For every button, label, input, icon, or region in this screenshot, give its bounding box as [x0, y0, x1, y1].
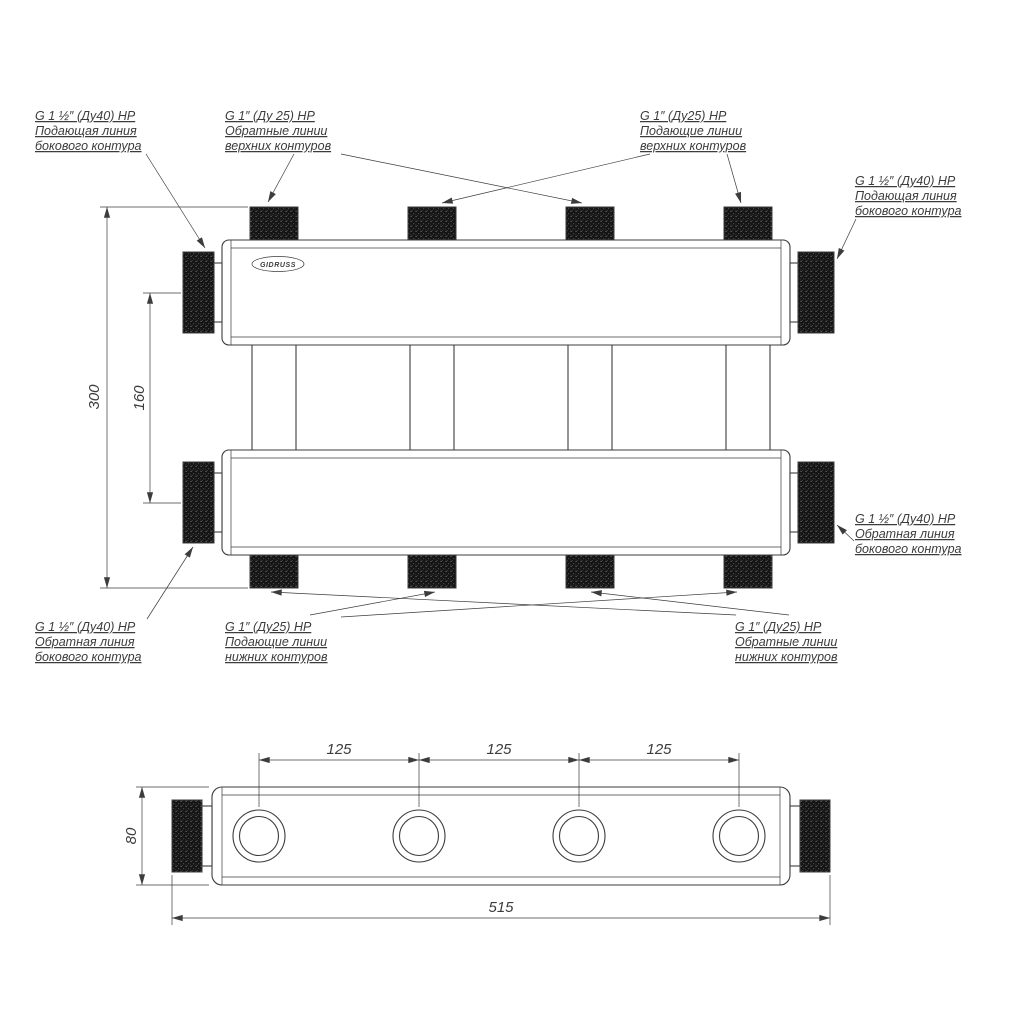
port-circle-outer	[232, 809, 286, 863]
port-circle-inner	[558, 815, 600, 857]
top-port-2	[407, 206, 457, 241]
leader-bottom-right-port3	[590, 590, 790, 616]
leader-top-right-port2	[441, 153, 651, 204]
label-line: Подающие линии	[640, 124, 742, 138]
dimension-515: 515	[171, 875, 831, 925]
label-top-right: G 1″ (Ду25) НР Подающие линии верхних ко…	[640, 109, 747, 153]
label-bottom-mid: G 1″ (Ду25) НР Подающие линии нижних кон…	[225, 620, 328, 664]
label-line: G 1 ½″ (Ду40) НР	[855, 512, 956, 526]
label-line: бокового контура	[35, 650, 142, 664]
dimension-125-group: 125 125 125	[258, 741, 740, 807]
dimension-text: 80	[123, 827, 140, 844]
neck-left	[201, 805, 213, 867]
brand-logo-text: GIDRUSS	[260, 262, 296, 269]
label-line: G 1 ½″ (Ду40) НР	[35, 620, 136, 634]
label-bottom-right: G 1″ (Ду25) НР Обратные линии нижних кон…	[735, 620, 838, 664]
callout-labels: G 1 ½″ (Ду40) НР Подающая линия бокового…	[35, 109, 962, 664]
leader-lines	[145, 153, 857, 620]
label-line: G 1″ (Ду25) НР	[735, 620, 822, 634]
leader-top-left	[145, 153, 206, 249]
label-line: бокового контура	[35, 139, 142, 153]
neck-right	[789, 805, 801, 867]
leader-bottom-mid-port2	[309, 590, 436, 616]
neck-right	[789, 262, 799, 323]
label-line: бокового контура	[855, 542, 962, 556]
label-right-bottom: G 1 ½″ (Ду40) НР Обратная линия бокового…	[855, 512, 962, 556]
thread-left	[182, 461, 215, 544]
label-line: Подающие линии	[225, 635, 327, 649]
leader-bottom-right-port1	[270, 589, 737, 616]
label-line: бокового контура	[855, 204, 962, 218]
thread-right	[797, 461, 835, 544]
label-line: верхних контуров	[225, 139, 332, 153]
label-line: Обратные линии	[225, 124, 327, 138]
label-top-mid: G 1″ (Ду 25) НР Обратные линии верхних к…	[225, 109, 332, 153]
thread-left	[171, 799, 203, 873]
dimension-text: 160	[131, 385, 148, 411]
label-line: G 1 ½″ (Ду40) НР	[855, 174, 956, 188]
front-view: GIDRUSS 300	[35, 109, 962, 664]
dimension-80: 80	[123, 786, 209, 886]
dimension-text: 515	[488, 899, 514, 916]
brand-logo-outline	[251, 256, 305, 272]
label-bottom-left: G 1 ½″ (Ду40) НР Обратная линия бокового…	[35, 620, 142, 664]
dimension-300: 300	[86, 206, 248, 589]
connecting-pipes	[251, 345, 771, 450]
bottom-port-1	[249, 554, 299, 589]
top-port-1	[249, 206, 299, 241]
port-circle-inner	[398, 815, 440, 857]
bottom-port-2	[407, 554, 457, 589]
leader-right-bottom	[836, 524, 855, 542]
port-circle-outer	[552, 809, 606, 863]
label-line: Обратная линия	[855, 527, 955, 541]
collector-body	[211, 786, 791, 886]
label-top-left: G 1 ½″ (Ду40) НР Подающая линия бокового…	[35, 109, 142, 153]
collector-body	[221, 449, 791, 556]
bottom-port-3	[565, 554, 615, 589]
label-line: Подающая линия	[855, 189, 957, 203]
port-circle-inner	[718, 815, 760, 857]
bottom-collector	[182, 449, 835, 589]
label-line: нижних контуров	[225, 650, 328, 664]
dimension-text: 125	[486, 741, 512, 758]
port-circle-outer	[392, 809, 446, 863]
dimension-text: 125	[326, 741, 352, 758]
dimension-160: 160	[131, 292, 181, 504]
dimension-text: 300	[86, 384, 103, 410]
plan-view: 125 125 125 515 80	[123, 741, 831, 925]
leader-right-top	[836, 218, 857, 260]
top-port-4	[723, 206, 773, 241]
label-line: Обратные линии	[735, 635, 837, 649]
neck-left	[213, 262, 223, 323]
leader-bottom-left	[146, 546, 194, 620]
neck-left	[213, 472, 223, 533]
bottom-port-4	[723, 554, 773, 589]
port-circle-inner	[238, 815, 280, 857]
leader-top-mid-port3	[340, 153, 583, 204]
collector-body	[221, 239, 791, 346]
port-circle-outer	[712, 809, 766, 863]
label-line: Подающая линия	[35, 124, 137, 138]
label-line: G 1″ (Ду25) НР	[225, 620, 312, 634]
label-right-top: G 1 ½″ (Ду40) НР Подающая линия бокового…	[855, 174, 962, 218]
thread-right	[799, 799, 831, 873]
label-line: G 1 ½″ (Ду40) НР	[35, 109, 136, 123]
label-line: нижних контуров	[735, 650, 838, 664]
label-line: G 1″ (Ду 25) НР	[225, 109, 315, 123]
dimension-text: 125	[646, 741, 672, 758]
label-line: верхних контуров	[640, 139, 747, 153]
port-openings	[232, 809, 766, 863]
leader-top-right-port4	[726, 153, 742, 204]
neck-right	[789, 472, 799, 533]
thread-left	[182, 251, 215, 334]
thread-right	[797, 251, 835, 334]
leader-top-mid-port1	[267, 153, 295, 203]
label-line: G 1″ (Ду25) НР	[640, 109, 727, 123]
label-line: Обратная линия	[35, 635, 135, 649]
top-collector: GIDRUSS	[182, 206, 835, 346]
top-port-3	[565, 206, 615, 241]
leader-bottom-mid-port4	[340, 589, 738, 618]
